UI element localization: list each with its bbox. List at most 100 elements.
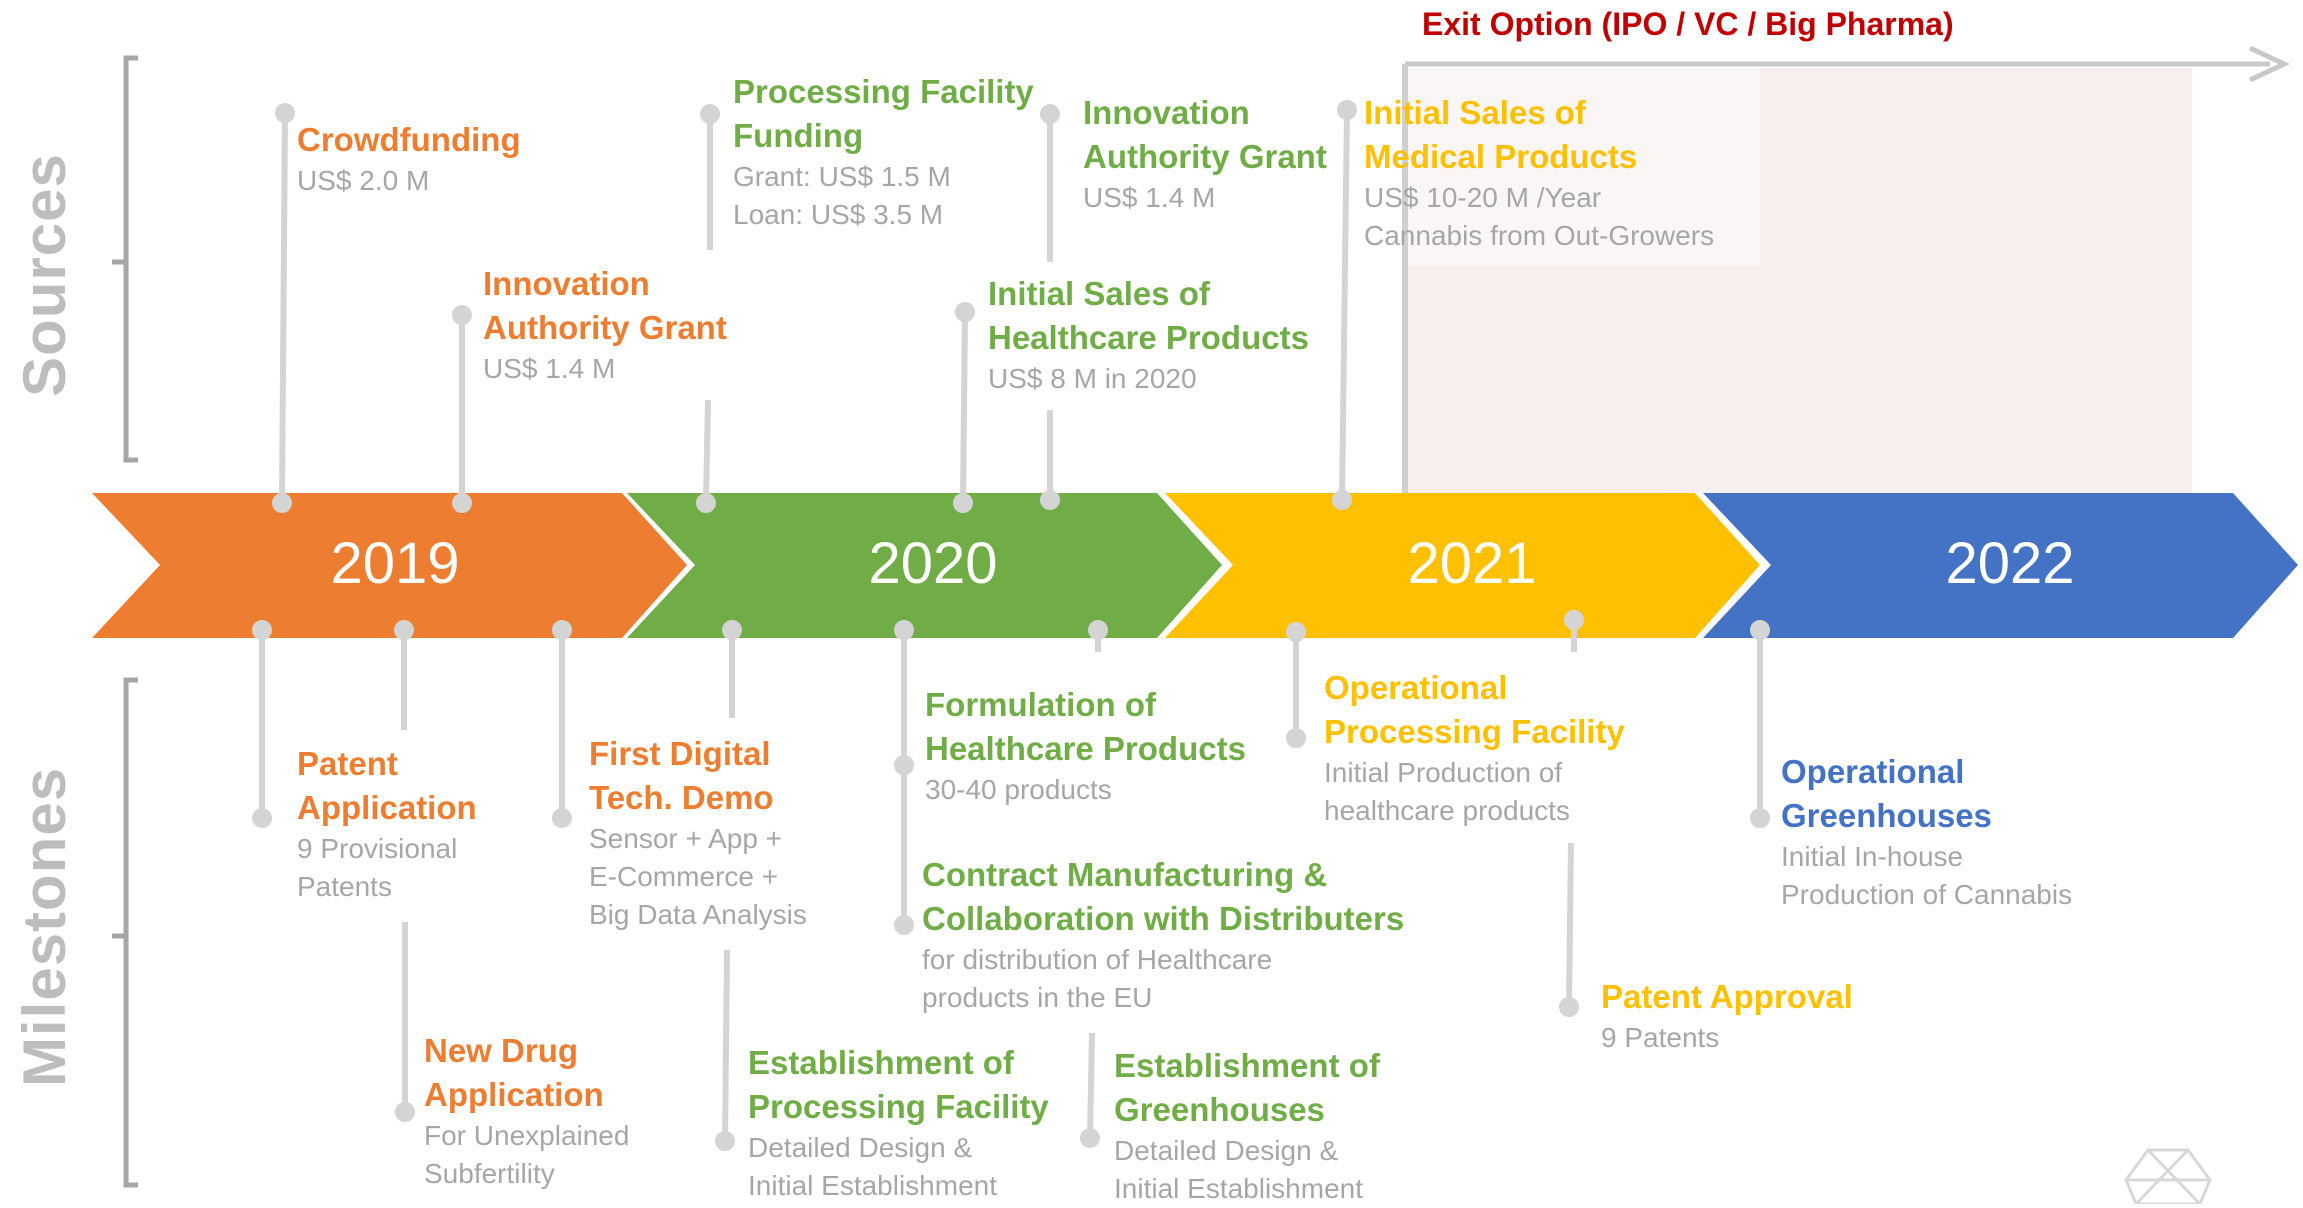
year-arrow-2022 (1703, 493, 2298, 638)
milestone-patent-approval: Patent Approval 9 Patents (1601, 975, 1853, 1057)
connector-new-drug-application (394, 620, 415, 1122)
milestones-bracket (112, 677, 138, 1188)
milestones-label: Milestones (11, 766, 78, 1087)
source-title: Initial Sales of (988, 275, 1210, 312)
source-title: Healthcare Products (988, 319, 1309, 356)
source-detail: Loan: US$ 3.5 M (733, 199, 944, 230)
milestone-detail: Initial Production of (1324, 757, 1563, 788)
milestone-detail: for distribution of Healthcare (922, 944, 1273, 975)
source-detail: US$ 8 M in 2020 (988, 363, 1197, 394)
connector-patent-approval (1559, 610, 1584, 1017)
source-innovation-grant-2019: Innovation Authority Grant US$ 1.4 M (483, 262, 727, 388)
source-crowdfunding: Crowdfunding US$ 2.0 M (297, 118, 521, 200)
milestone-title: Application (424, 1076, 604, 1113)
source-processing-facility-funding: Processing Facility Funding Grant: US$ 1… (733, 70, 1034, 234)
source-detail: Cannabis from Out-Growers (1364, 220, 1715, 251)
logo-icon (2124, 1148, 2212, 1204)
source-title: Processing Facility (733, 73, 1034, 110)
year-label-2021: 2021 (1407, 531, 1537, 596)
milestone-new-drug-application: New Drug Application For Unexplained Sub… (424, 1029, 629, 1193)
milestone-title: Tech. Demo (589, 779, 774, 816)
milestone-title: Processing Facility (748, 1088, 1049, 1125)
milestone-title: Contract Manufacturing & (922, 856, 1328, 893)
source-title: Crowdfunding (297, 121, 521, 158)
connector-processing-funding (696, 104, 720, 513)
milestone-formulation: Formulation of Healthcare Products 30-40… (925, 683, 1246, 809)
connector-operational-greenhouses (1750, 620, 1770, 828)
source-healthcare-sales: Initial Sales of Healthcare Products US$… (988, 272, 1309, 398)
milestone-detail: E-Commerce + (589, 861, 779, 892)
exit-option-arrow-head (2248, 45, 2290, 83)
milestone-operational-processing: Operational Processing Facility Initial … (1324, 666, 1625, 830)
connector-processing-establishment (715, 620, 742, 1151)
connector-digital-demo (552, 620, 572, 828)
connector-innovation-grant-2020 (1040, 104, 1060, 510)
source-detail: US$ 1.4 M (483, 353, 616, 384)
milestone-title: Healthcare Products (925, 730, 1246, 767)
connector-crowdfunding (272, 103, 295, 513)
year-arrow-2021 (1165, 493, 1760, 638)
connector-medical-sales (1332, 100, 1357, 510)
milestone-detail: Detailed Design & (748, 1132, 973, 1163)
source-title: Innovation (1083, 94, 1250, 131)
milestone-detail: 9 Patents (1601, 1022, 1720, 1053)
milestone-detail: Initial In-house (1781, 841, 1964, 872)
exit-option-shaded-region-inner (1405, 68, 1760, 266)
milestone-detail: healthcare products (1324, 795, 1570, 826)
sources-label: Sources (11, 153, 78, 397)
milestone-contract-manufacturing: Contract Manufacturing & Collaboration w… (922, 853, 1404, 1017)
year-arrow-2019 (92, 493, 687, 638)
connector-operational-processing (1286, 622, 1306, 748)
milestone-detail: 30-40 products (925, 774, 1112, 805)
connector-healthcare-sales (953, 302, 975, 513)
milestone-operational-greenhouses: Operational Greenhouses Initial In-house… (1781, 750, 2072, 914)
milestone-title: Application (297, 789, 477, 826)
source-title: Innovation (483, 265, 650, 302)
milestone-title: Establishment of (1114, 1047, 1380, 1084)
milestone-title: Formulation of (925, 686, 1156, 723)
milestone-detail: Detailed Design & (1114, 1135, 1339, 1166)
connector-innovation-grant-2019 (452, 305, 472, 513)
milestone-title: Processing Facility (1324, 713, 1625, 750)
source-medical-sales: Initial Sales of Medical Products US$ 10… (1364, 91, 1714, 255)
milestone-title: Patent Approval (1601, 978, 1853, 1015)
milestone-detail: products in the EU (922, 982, 1153, 1013)
source-detail: Grant: US$ 1.5 M (733, 161, 951, 192)
milestone-detail: Sensor + App + (589, 823, 783, 854)
sources-bracket (112, 55, 138, 463)
exit-option-label: Exit Option (IPO / VC / Big Pharma) (1422, 6, 1954, 42)
source-title: Authority Grant (483, 309, 727, 346)
milestone-detail: Production of Cannabis (1781, 879, 2073, 910)
source-title: Medical Products (1364, 138, 1638, 175)
milestone-title: New Drug (424, 1032, 579, 1069)
milestone-detail: Big Data Analysis (589, 899, 807, 930)
milestone-patent-application: Patent Application 9 Provisional Patents (297, 742, 477, 906)
connector-greenhouse-establishment (1080, 620, 1108, 1148)
milestone-title: Operational (1324, 669, 1508, 706)
milestone-title: Patent (297, 745, 398, 782)
milestone-title: Collaboration with Distributers (922, 900, 1405, 937)
milestone-detail: Initial Establishment (748, 1170, 998, 1201)
year-label-2020: 2020 (868, 531, 998, 596)
source-detail: US$ 2.0 M (297, 165, 430, 196)
year-arrow-2020 (627, 493, 1222, 638)
source-title: Initial Sales of (1364, 94, 1586, 131)
year-label-2022: 2022 (1945, 531, 2075, 596)
milestone-detail: For Unexplained (424, 1120, 630, 1151)
milestone-detail: Initial Establishment (1114, 1173, 1364, 1204)
milestone-title: First Digital (589, 735, 771, 772)
milestone-detail: Patents (297, 871, 392, 902)
milestone-detail: 9 Provisional (297, 833, 458, 864)
source-detail: US$ 1.4 M (1083, 182, 1216, 213)
source-innovation-grant-2020: Innovation Authority Grant US$ 1.4 M (1083, 91, 1327, 217)
milestone-detail: Subfertility (424, 1158, 555, 1189)
milestone-first-digital-demo: First Digital Tech. Demo Sensor + App + … (589, 732, 807, 934)
source-detail: US$ 10-20 M /Year (1364, 182, 1602, 213)
connector-formulation-contract (894, 620, 914, 935)
milestone-title: Greenhouses (1114, 1091, 1325, 1128)
milestone-greenhouse-establishment: Establishment of Greenhouses Detailed De… (1114, 1044, 1380, 1208)
milestone-processing-establishment: Establishment of Processing Facility Det… (748, 1041, 1049, 1205)
milestone-title: Operational (1781, 753, 1965, 790)
